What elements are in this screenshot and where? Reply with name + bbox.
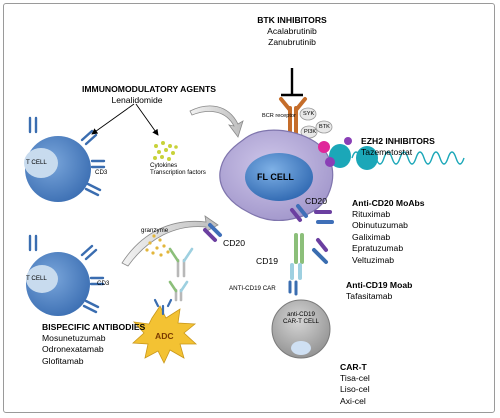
- cart-title: CAR-T: [340, 362, 367, 372]
- cd20-label-right: CD20: [305, 196, 327, 206]
- t-cell-bottom: [26, 252, 90, 316]
- btk-drug-2: Zanubrutinib: [268, 37, 316, 47]
- bcr-signaling-blobs: [299, 107, 333, 139]
- anti-cd20-drug-list: Rituximab Obinutuzumab Galiximab Epratuz…: [352, 209, 408, 266]
- adc-star: [132, 305, 198, 364]
- histone-icons: [318, 137, 378, 170]
- diagram-frame: [3, 3, 495, 413]
- anti-cd19-drug: Tafasitamab: [346, 291, 393, 301]
- bispecific-antibody-icons: [168, 247, 194, 302]
- anti-cd20-drug: Obinutuzumab: [352, 220, 408, 231]
- curved-arrow-to-cd20: [121, 215, 219, 267]
- anti-cd19-title: Anti-CD19 Moab: [346, 280, 413, 290]
- cd20-label-left: CD20: [223, 238, 245, 248]
- cd20-receptors: [203, 204, 334, 242]
- cytokine-dots: [153, 141, 178, 161]
- t-cell-top: [24, 136, 91, 202]
- ezh2-drug: Tazemetostat: [361, 147, 413, 157]
- t-cell-top-label: T CELL: [26, 159, 47, 166]
- bispecific-drug-list: Mosunetuzumab Odronexatamab Glofitamab: [42, 333, 106, 367]
- t-cell-bottom-receptors: [28, 234, 105, 314]
- anti-cd20-drug: Epratuzumab: [352, 243, 404, 254]
- btk-title: BTK INHIBITORS: [257, 15, 327, 25]
- cd19-receptors: [290, 233, 328, 280]
- granzyme-dots: [145, 234, 170, 257]
- imid-drug: Lenalidomide: [111, 95, 163, 105]
- bcr-receptor-icon: [279, 97, 307, 136]
- curved-arrow-imid-to-fl: [189, 105, 244, 138]
- bispecific-drug: Mosunetuzumab: [42, 333, 106, 343]
- anti-cd20-drug: Veltuzimab: [352, 254, 395, 265]
- granzyme-label: granzyme: [141, 227, 169, 234]
- adc-antibody-icon: [153, 298, 173, 316]
- adc-label: ADC: [155, 331, 174, 341]
- btk-label: BTK: [319, 124, 330, 130]
- cd3-top-label: CD3: [95, 169, 108, 176]
- bispecific-drug: Glofitamab: [42, 355, 84, 366]
- cytokines-label: Cytokines: [150, 162, 178, 169]
- bcr-receptor-label: BCR receptor: [262, 113, 296, 119]
- cart-drug-list: Tisa-cel Liso-cel Axi-cel: [340, 373, 370, 407]
- cart-cell-label-2: CAR-T CELL: [283, 318, 319, 325]
- fl-cell: [219, 129, 334, 222]
- anti-cd20-drug: Rituximab: [352, 209, 391, 219]
- transcription-factors-label: Transcription factors: [150, 169, 206, 176]
- ezh2-title: EZH2 INHIBITORS: [361, 136, 435, 146]
- btk-inhibition-bar: [281, 68, 303, 97]
- bispecific-drug: Odronexatamab: [42, 344, 104, 355]
- anti-cd19-car-label: ANTI-CD19 CAR: [229, 285, 276, 292]
- imid-title: IMMUNOMODULATORY AGENTS: [82, 84, 216, 94]
- t-cell-top-receptors: [28, 116, 106, 197]
- cart-cell-label-1: anti-CD19: [287, 311, 315, 318]
- syk-label: SYK: [303, 111, 315, 117]
- cd19-label: CD19: [256, 256, 278, 266]
- bispecific-title: BISPECIFIC ANTIBODIES: [42, 322, 146, 332]
- fl-cell-label: FL CELL: [257, 172, 294, 182]
- cd3-bottom-label: CD3: [97, 280, 110, 287]
- cart-drug: Axi-cel: [340, 395, 366, 406]
- btk-drug-1: Acalabrutinib: [267, 26, 317, 36]
- anti-cd20-title: Anti-CD20 MoAbs: [352, 198, 425, 208]
- cart-drug: Tisa-cel: [340, 373, 370, 383]
- cart-drug: Liso-cel: [340, 384, 370, 395]
- cart-cell: [271, 299, 331, 359]
- lenalidomide-arrows: [91, 103, 159, 136]
- t-cell-bottom-label: T CELL: [26, 275, 47, 282]
- pi3k-label: PI3K: [304, 129, 317, 135]
- anti-cd20-drug: Galiximab: [352, 231, 391, 242]
- anti-cd19-car-icon: [288, 280, 298, 296]
